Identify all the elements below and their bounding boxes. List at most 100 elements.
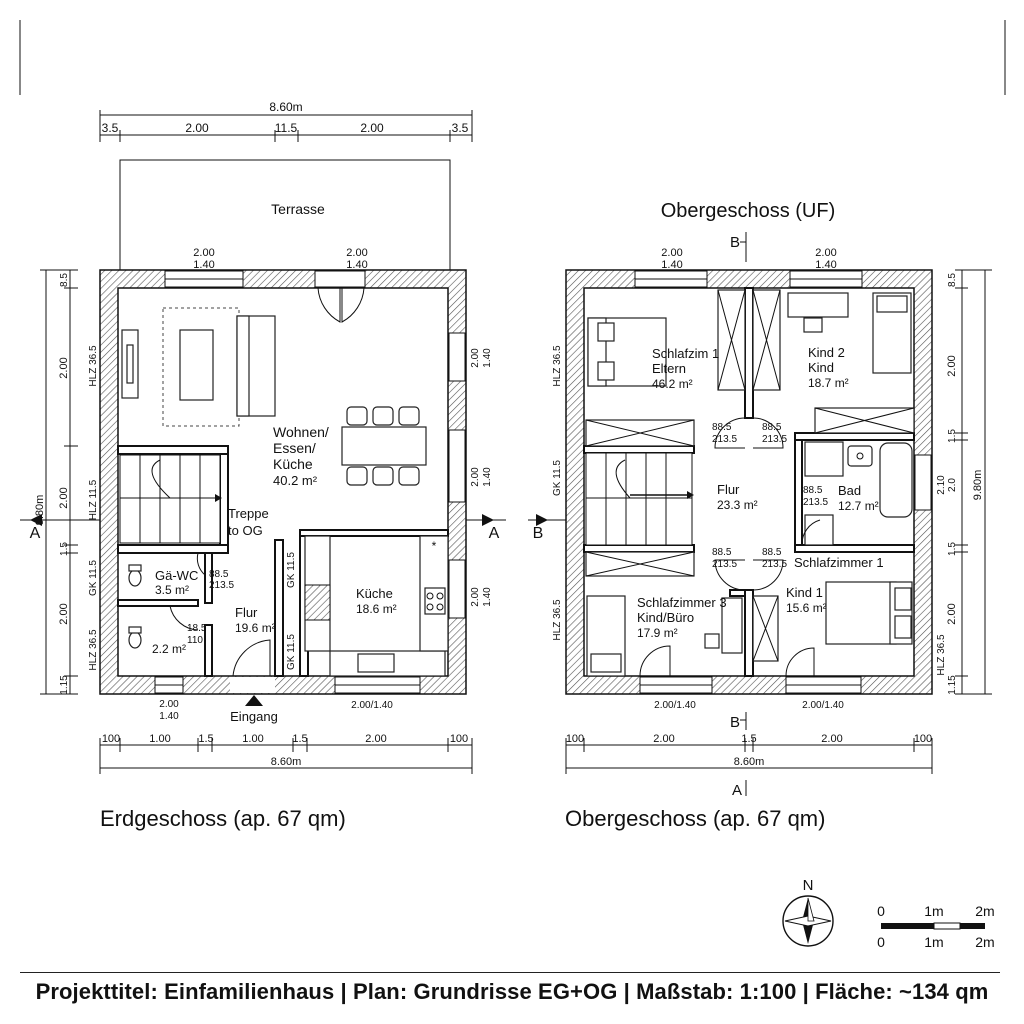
eg-wc-fixtures	[128, 552, 271, 677]
kind1-area: 15.6 m²	[786, 601, 827, 615]
eg-left-seg-3: 2.00	[58, 487, 70, 508]
eg-window-top-left-height: 1.40	[193, 259, 214, 271]
og-bottom-seg-2: 2.00	[653, 733, 674, 745]
treppe-label: Treppe	[228, 506, 269, 521]
kind2-sub-label: Kind	[808, 360, 834, 375]
eg-flur-area: 19.6 m²	[235, 621, 276, 635]
sheet-frame	[19, 20, 1006, 95]
og-bottom-dimensions: 100 2.00 1.5 2.00 100 8.60m	[565, 733, 933, 774]
og-right-dimensions: 8.5 2.00 1.5 2.0 2.10 1.5 2.00 1.15 9.80…	[936, 269, 992, 695]
og-door-swings	[639, 417, 821, 677]
kueche-area: 18.6 m²	[356, 602, 397, 616]
schlaf3-label: Schlafzimmer 3	[637, 595, 727, 610]
eg-left-seg-5: 2.00	[58, 603, 70, 624]
schlaf3-area: 17.9 m²	[637, 626, 678, 640]
eg-bottom-seg-4: 1.00	[242, 733, 263, 745]
wc2-area: 2.2 m²	[152, 642, 186, 656]
eg-bottom-window-width: 2.00	[159, 699, 179, 710]
eg-top-seg-5: 3.5	[452, 121, 469, 135]
scale-bar-2m-top: 2m	[975, 903, 994, 919]
eg-top-seg-3: 11.5	[275, 121, 298, 135]
eg-wall-label-gk-1: GK 11.5	[286, 552, 297, 588]
project-title: Projekttitel: Einfamilienhaus | Plan: Gr…	[35, 979, 989, 1004]
scale-bar-0-top: 0	[877, 903, 885, 919]
gaewc-door-width: 88.5	[209, 569, 229, 580]
og-bath-fixtures	[804, 441, 913, 546]
eg-bottom-window-height: 1.40	[159, 711, 179, 722]
eg-bottom-total: 8.60m	[271, 756, 302, 768]
title-block: Projekttitel: Einfamilienhaus | Plan: Gr…	[20, 972, 1000, 1019]
og-right-seg-8: 1.15	[947, 675, 958, 695]
eg-window-top-right-width: 2.00	[346, 247, 367, 259]
eg-wall-label-left-4: HLZ 36.5	[88, 629, 99, 671]
eg-right-window-3-width: 2.00	[470, 587, 481, 607]
bad-door-height: 213.5	[803, 497, 828, 508]
og-section-b-top: B	[730, 234, 740, 251]
og-right-seg-1: 8.5	[947, 273, 958, 287]
eg-bottom-dimensions: 100 1.00 1.5 1.00 1.5 2.00 100 8.60m	[99, 733, 473, 774]
og-right-seg-2: 2.00	[946, 355, 958, 376]
eg-top-seg-1: 3.5	[102, 121, 119, 135]
kind1-room-label: Schlafzimmer 1	[794, 555, 884, 570]
og-wardrobes	[585, 289, 915, 662]
eg-wall-label-left-3: GK 11.5	[88, 560, 99, 596]
wohnen-label: Wohnen/	[273, 424, 329, 440]
ground-floor-plan: 8.60m 3.5 2.00 11.5 2.00 3.5 Terrasse 2.…	[20, 100, 506, 831]
wc2-door-width: 18.5	[187, 623, 207, 634]
eg-wall-label-left-1: HLZ 36.5	[88, 345, 99, 387]
scale-bar-2m-bottom: 2m	[975, 934, 994, 950]
og-wall-label-left-1: HLZ 36.5	[552, 345, 563, 387]
north-label: N	[803, 877, 814, 894]
bad-area: 12.7 m²	[838, 499, 879, 513]
eg-kitchen-units: *	[304, 535, 449, 677]
eg-flur-label: Flur	[235, 605, 258, 620]
og-staircase	[585, 452, 694, 546]
gaewc-area: 3.5 m²	[155, 583, 189, 597]
og-door-dim-3-height: 213.5	[712, 559, 737, 570]
og-bottom-seg-1: 100	[566, 733, 584, 745]
eg-section-mark-right: A	[489, 525, 500, 542]
terrace-label: Terrasse	[271, 201, 325, 217]
og-wall-label-left-2: GK 11.5	[552, 460, 563, 496]
kind1-label: Kind 1	[786, 585, 823, 600]
kueche-label: Küche	[356, 586, 393, 601]
eg-bottom-seg-6: 2.00	[365, 733, 386, 745]
eg-top-dimensions: 8.60m 3.5 2.00 11.5 2.00 3.5	[99, 100, 473, 142]
scale-bar-1m-top: 1m	[924, 903, 943, 919]
svg-text:*: *	[432, 539, 437, 553]
og-right-seg-5: 2.10	[936, 475, 947, 495]
eg-bottom-seg-5: 1.5	[292, 733, 307, 745]
wc2-door-height: 110	[187, 635, 203, 646]
scale-bar: 0 1m 2m 0 1m 2m	[877, 903, 995, 950]
og-door-dim-1-width: 88.5	[712, 422, 732, 433]
og-section-b-bottom: B	[730, 714, 740, 731]
og-section-a-bottom: A	[732, 782, 742, 799]
eg-right-window-2-width: 2.00	[470, 467, 481, 487]
eg-caption: Erdgeschoss (ap. 67 qm)	[100, 806, 346, 831]
gaewc-door-height: 213.5	[209, 580, 234, 591]
og-right-seg-4: 2.0	[947, 478, 958, 492]
entrance-label: Eingang	[230, 709, 278, 724]
eg-left-seg-1: 8.5	[59, 273, 70, 287]
og-door-dim-2-height: 213.5	[762, 434, 787, 445]
eg-left-seg-6: 1.15	[59, 675, 70, 695]
og-door-dim-2-width: 88.5	[762, 422, 782, 433]
kueche-combined-label: Küche	[273, 456, 313, 472]
kind2-label: Kind 2	[808, 345, 845, 360]
schlaf1-label: Schlafzim 1	[652, 346, 719, 361]
kind2-area: 18.7 m²	[808, 376, 849, 390]
og-bottom-window-left: 2.00/1.40	[654, 700, 696, 711]
og-flur-label: Flur	[717, 482, 740, 497]
eg-bottom-seg-1: 100	[102, 733, 120, 745]
eg-top-seg-4: 2.00	[360, 121, 384, 135]
eg-left-seg-2: 2.00	[58, 357, 70, 378]
terrace: Terrasse	[119, 159, 451, 270]
eg-left-seg-4: 1.5	[59, 542, 70, 556]
gaewc-label: Gä-WC	[155, 568, 198, 583]
og-bottom-window-right: 2.00/1.40	[802, 700, 844, 711]
og-door-dim-4-width: 88.5	[762, 547, 782, 558]
eg-window-top-right-height: 1.40	[346, 259, 367, 271]
og-door-dim-4-height: 213.5	[762, 559, 787, 570]
eg-living-furniture	[121, 307, 427, 486]
